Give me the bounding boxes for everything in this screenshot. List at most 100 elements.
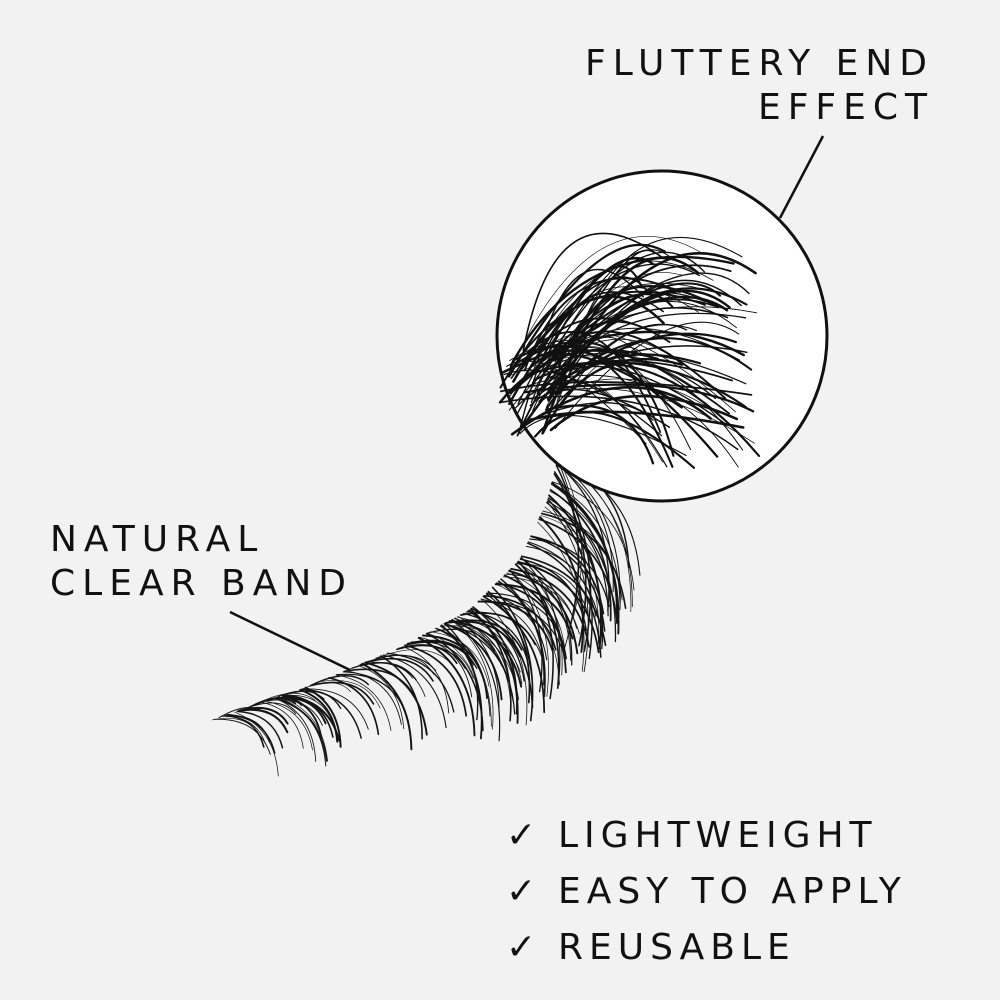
zoomed-lash-detail bbox=[498, 232, 761, 469]
feature-text: LIGHTWEIGHT bbox=[558, 815, 878, 856]
lash-fiber bbox=[380, 655, 423, 740]
callout-natural-line1: NATURAL bbox=[50, 519, 265, 560]
lash-fiber bbox=[552, 282, 722, 356]
lash-fiber bbox=[364, 661, 428, 736]
lash-fiber bbox=[365, 657, 434, 682]
feature-text: EASY TO APPLY bbox=[558, 871, 907, 912]
lash-fiber bbox=[507, 243, 666, 378]
lash-fiber bbox=[335, 674, 392, 731]
lash-fiber bbox=[472, 606, 518, 715]
lash-fiber bbox=[522, 232, 665, 352]
lash-fiber bbox=[404, 644, 468, 717]
lash-fiber bbox=[417, 636, 476, 737]
lash-fiber bbox=[523, 277, 681, 372]
lash-fiber bbox=[435, 627, 488, 700]
eyelash-strip bbox=[211, 455, 641, 777]
lash-fiber bbox=[541, 307, 729, 392]
lash-fiber bbox=[539, 516, 584, 653]
lash-fiber bbox=[557, 457, 582, 619]
lash-fiber bbox=[456, 616, 523, 685]
lash-fiber bbox=[375, 654, 435, 675]
lash-fiber bbox=[402, 646, 450, 714]
lash-fiber bbox=[556, 236, 743, 403]
lash-fiber bbox=[503, 574, 567, 674]
lash-fiber bbox=[545, 353, 702, 411]
lash-fiber bbox=[517, 560, 554, 700]
lash-fiber bbox=[519, 558, 588, 632]
lash-fiber bbox=[518, 291, 665, 434]
lash-fiber bbox=[508, 569, 579, 655]
lash-fiber bbox=[546, 287, 748, 401]
lash-fiber bbox=[503, 369, 663, 437]
lash-fiber bbox=[299, 688, 339, 743]
lash-fiber bbox=[445, 619, 523, 651]
lash-fiber bbox=[224, 714, 265, 748]
lash-fiber bbox=[557, 285, 720, 369]
lash-fiber bbox=[508, 257, 654, 406]
lash-fiber bbox=[520, 556, 561, 685]
lash-fiber bbox=[529, 388, 671, 428]
lash-fiber bbox=[262, 702, 304, 749]
lash-fiber bbox=[274, 697, 328, 762]
lash-fiber bbox=[451, 618, 501, 742]
lash-fiber bbox=[266, 701, 313, 751]
lash-fiber bbox=[537, 521, 585, 672]
lash-fiber bbox=[459, 612, 537, 646]
lash-fiber bbox=[534, 410, 696, 469]
lash-fiber bbox=[221, 716, 266, 745]
lash-fiber bbox=[510, 386, 712, 436]
lash-fiber bbox=[538, 312, 747, 397]
lash-fiber bbox=[451, 619, 494, 730]
lash-fiber bbox=[426, 632, 481, 705]
callout-natural-band: NATURAL CLEAR BAND bbox=[50, 518, 353, 606]
lash-fiber bbox=[213, 718, 271, 755]
lash-fiber bbox=[500, 381, 753, 396]
lash-fiber bbox=[224, 714, 271, 743]
lash-fiber bbox=[509, 339, 692, 451]
lash-fiber bbox=[419, 636, 473, 698]
lash-fiber bbox=[558, 324, 697, 409]
lash-fiber bbox=[509, 569, 543, 693]
lash-fiber bbox=[462, 612, 525, 682]
lash-fiber bbox=[540, 512, 627, 610]
lash-fiber bbox=[404, 641, 478, 669]
feature-list: ✓ LIGHTWEIGHT ✓ EASY TO APPLY ✓REUSABLE bbox=[506, 808, 907, 976]
lash-fiber bbox=[285, 694, 334, 738]
check-icon: ✓ bbox=[506, 927, 537, 968]
callout-fluttery-end: FLUTTERY END EFFECT bbox=[585, 42, 934, 130]
lash-fiber bbox=[517, 345, 721, 408]
lash-fiber bbox=[439, 625, 521, 673]
lash-fiber bbox=[426, 628, 496, 652]
lash-fiber bbox=[234, 711, 279, 777]
lash-fiber bbox=[482, 595, 546, 714]
feature-item: ✓ EASY TO APPLY bbox=[506, 864, 907, 920]
lash-fiber bbox=[555, 464, 580, 633]
lash-fiber bbox=[348, 662, 414, 679]
lash-fiber bbox=[555, 464, 614, 593]
lash-fiber bbox=[516, 562, 599, 652]
feature-item: ✓REUSABLE bbox=[506, 920, 907, 976]
callout-fluttery-line1: FLUTTERY END bbox=[585, 43, 934, 84]
lash-fiber bbox=[485, 593, 534, 709]
lash-fiber bbox=[497, 580, 545, 686]
lash-fiber bbox=[241, 708, 289, 734]
lash-fiber bbox=[508, 338, 684, 411]
lash-fiber bbox=[311, 675, 370, 686]
lash-fiber bbox=[453, 617, 511, 689]
lash-fiber bbox=[509, 255, 735, 367]
lash-fiber bbox=[480, 598, 528, 726]
lash-fiber bbox=[549, 490, 620, 618]
check-icon: ✓ bbox=[506, 871, 537, 912]
lash-fiber bbox=[429, 631, 490, 687]
lash-fiber bbox=[457, 616, 512, 713]
lash-fiber bbox=[309, 681, 375, 705]
lash-fiber bbox=[524, 410, 745, 429]
lash-fiber bbox=[376, 649, 456, 669]
lash-fiber bbox=[531, 286, 699, 375]
lash-fiber bbox=[529, 293, 674, 375]
lash-fiber bbox=[425, 632, 484, 732]
lash-fiber bbox=[547, 497, 617, 643]
lash-fiber bbox=[494, 583, 574, 640]
lash-fiber bbox=[551, 481, 618, 624]
